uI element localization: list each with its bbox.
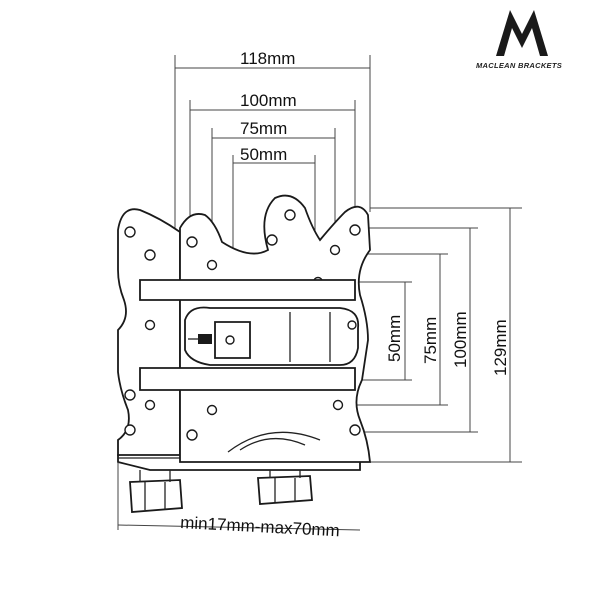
label-width-118: 118mm <box>240 49 295 68</box>
brand-logo: MACLEAN BRACKETS <box>476 10 562 70</box>
label-width-100: 100mm <box>240 91 297 110</box>
label-height-100: 100mm <box>451 311 470 368</box>
logo-mark-icon <box>496 10 548 56</box>
label-width-50: 50mm <box>240 145 287 164</box>
height-dimension-lines <box>318 207 522 463</box>
label-height-129: 129mm <box>491 319 510 376</box>
logo-text: MACLEAN BRACKETS <box>476 61 562 70</box>
bracket-illustration <box>117 194 371 513</box>
clamp-range-dimension <box>117 462 361 531</box>
label-height-50: 50mm <box>385 315 404 362</box>
label-width-75: 75mm <box>240 119 287 138</box>
label-height-75: 75mm <box>421 317 440 364</box>
label-clamp-range: min17mm-max70mm <box>180 513 340 540</box>
width-dimension-lines <box>174 55 371 285</box>
